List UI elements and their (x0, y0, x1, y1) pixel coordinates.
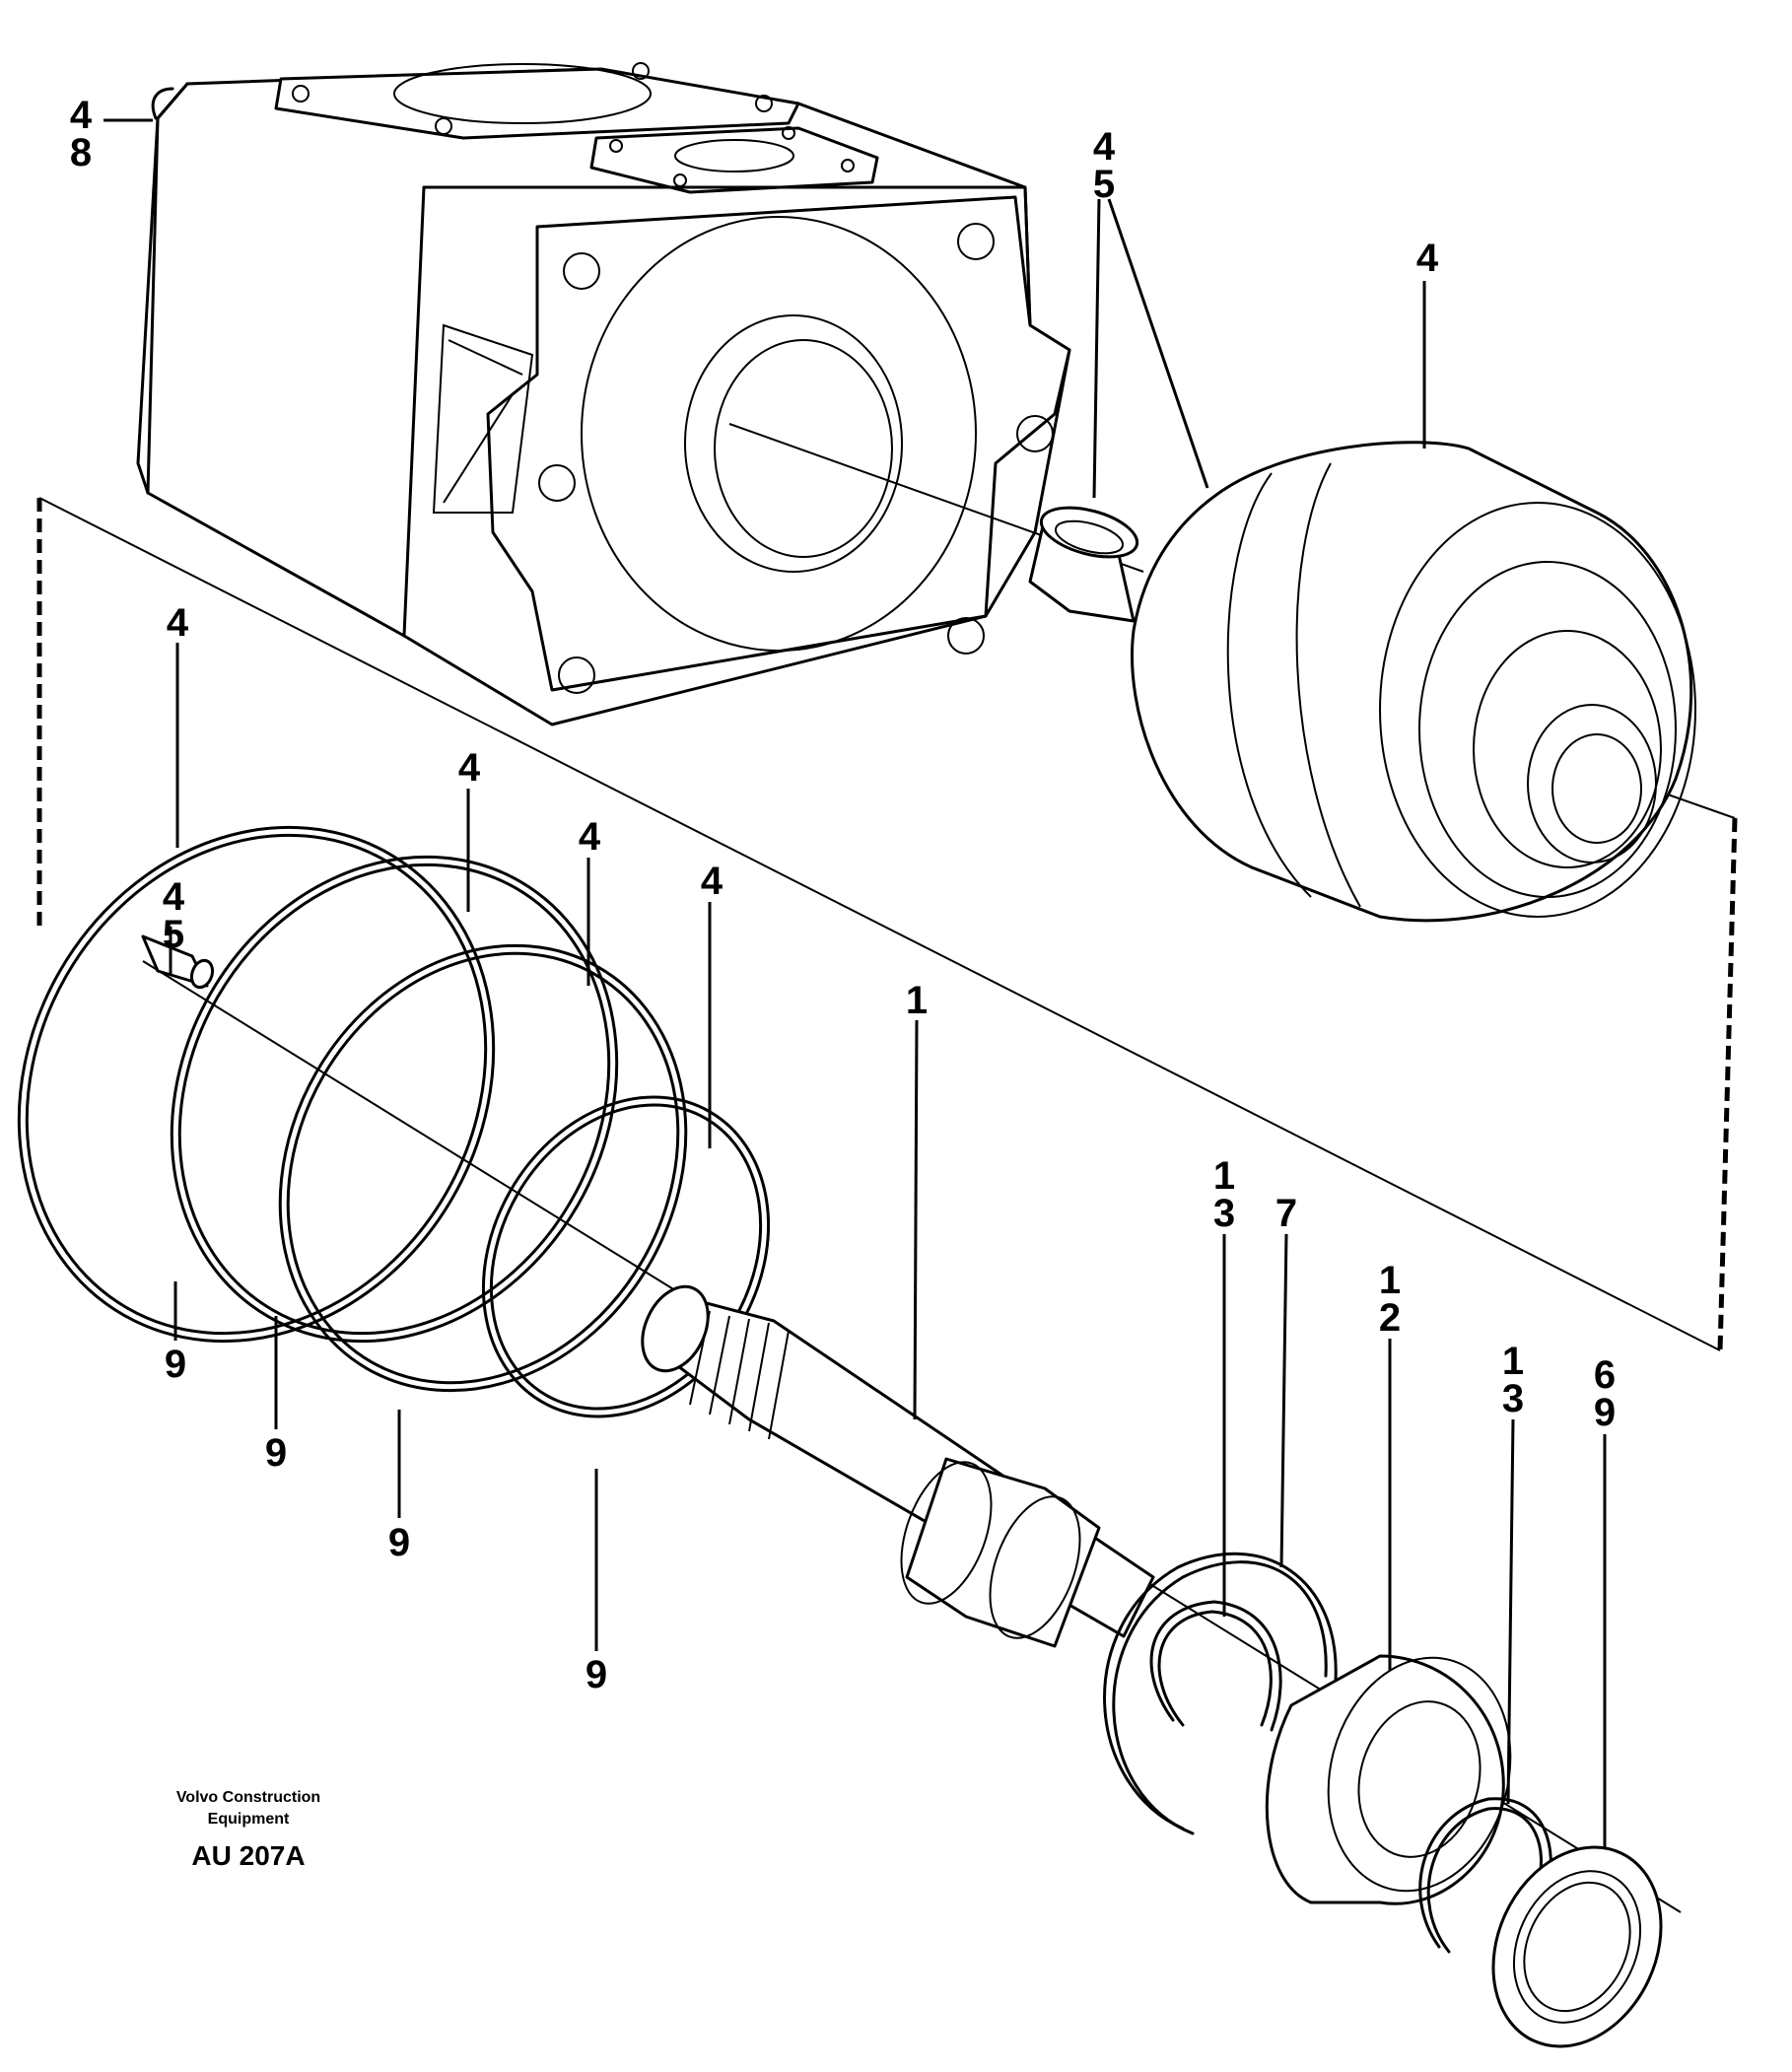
ring-b (170, 855, 619, 1344)
callout-ring-c-top: 4 (579, 815, 601, 859)
leader-lines (103, 118, 1607, 1848)
callout-bushing-b: 5 (1093, 163, 1115, 206)
shaft-seal (1491, 1845, 1663, 2048)
callout-pump-housing-a: 4 (70, 94, 93, 137)
pump-housing (136, 62, 1071, 726)
callout-ring-d-bottom: 9 (586, 1653, 607, 1696)
callout-ring-d-top: 4 (701, 860, 724, 903)
callout-ring-b-top: 4 (458, 746, 481, 790)
callout-retaining-ring-2-a: 1 (1502, 1340, 1524, 1383)
callout-pin-b: 5 (163, 913, 184, 956)
callout-bearing-b: 2 (1379, 1296, 1401, 1340)
caption-company-line2: Equipment (208, 1811, 290, 1828)
callout-bearing-a: 1 (1379, 1259, 1401, 1302)
callout-ring-a-top: 4 (167, 601, 189, 645)
callout-shaft: 1 (906, 979, 928, 1022)
ring-c (278, 943, 688, 1393)
callout-cartridge: 4 (1416, 237, 1439, 280)
caption-company-line1: Volvo Construction (176, 1789, 320, 1806)
callout-bushing-a: 4 (1093, 125, 1116, 169)
cartridge (1131, 441, 1696, 923)
callout-washer: 7 (1275, 1192, 1297, 1235)
ring-a (17, 825, 496, 1344)
caption-figure-code: AU 207A (191, 1840, 305, 1871)
dashed-boundary (36, 497, 1738, 1351)
bushing (1028, 506, 1139, 623)
callout-ring-c-bottom: 9 (388, 1521, 410, 1564)
callout-pin-a: 4 (163, 875, 185, 919)
callout-ring-b-bottom: 9 (265, 1431, 287, 1475)
callout-shaft-seal-b: 9 (1594, 1391, 1616, 1434)
callout-retaining-ring-2-b: 3 (1502, 1377, 1524, 1420)
caption: Volvo Construction Equipment AU 207A (176, 1789, 320, 1871)
bearing (1265, 1654, 1512, 1905)
o-rings (17, 825, 771, 1418)
callout-shaft-seal-a: 6 (1594, 1353, 1616, 1397)
washer (1103, 1552, 1338, 1835)
callouts: 4 8 4 5 4 4 4 5 4 4 4 1 9 9 9 9 1 3 7 1 … (70, 94, 1616, 1696)
callout-retaining-ring-1-a: 1 (1213, 1154, 1235, 1198)
callout-retaining-ring-1-b: 3 (1213, 1192, 1235, 1235)
shaft (641, 1284, 1155, 1648)
retaining-ring-2 (1418, 1797, 1552, 1954)
retaining-ring-1 (1149, 1600, 1282, 1732)
callout-ring-a-bottom: 9 (165, 1343, 186, 1386)
callout-pump-housing-b: 8 (70, 131, 92, 174)
pin (141, 934, 215, 990)
